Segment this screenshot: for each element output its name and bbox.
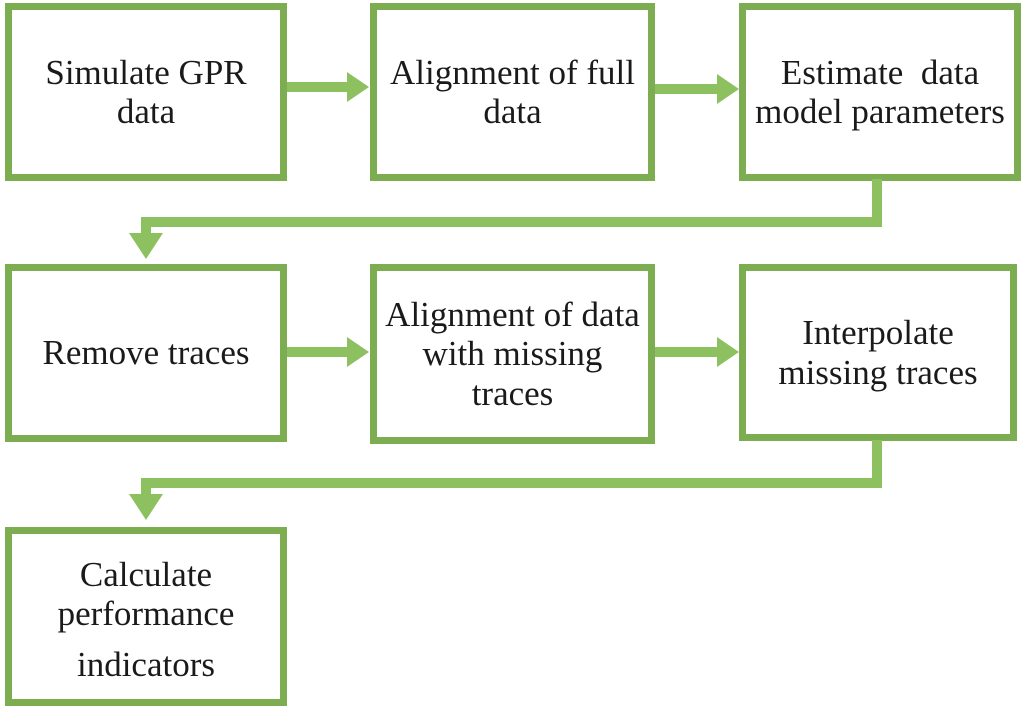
box-label: Estimate data model parameters — [755, 52, 1005, 131]
arrow-simulate-to-alignment — [287, 72, 369, 102]
elbow-interpolate-to-calculate-horizontal — [141, 478, 882, 488]
flow-box-alignment-data-missing-traces: Alignment of data with missing traces — [370, 264, 655, 444]
flow-box-calculate-performance-indicators: Calculate performance indicators — [5, 527, 287, 706]
box-label: Simulate GPR data — [45, 52, 247, 131]
elbow-estimate-to-remove-stub — [141, 227, 151, 235]
arrowhead-right-icon — [717, 337, 739, 367]
box-label: Alignment of full data — [390, 52, 635, 131]
box-label: indicators — [76, 644, 216, 684]
box-label: Interpolate missing traces — [778, 313, 978, 392]
elbow-estimate-to-remove-horizontal — [141, 217, 882, 227]
flow-box-estimate-data-model-parameters: Estimate data model parameters — [739, 3, 1021, 181]
elbow-interpolate-to-calculate-vertical — [872, 440, 882, 488]
flow-box-simulate-gpr-data: Simulate GPR data — [5, 3, 287, 181]
box-label: Alignment of data with missing traces — [385, 295, 640, 413]
box-label: Calculate performance — [57, 555, 235, 634]
arrow-shaft — [655, 347, 718, 357]
elbow-interpolate-to-calculate-stub — [141, 488, 151, 496]
arrow-shaft — [287, 347, 348, 357]
arrowhead-right-icon — [347, 72, 369, 102]
arrow-shaft — [287, 82, 348, 92]
elbow-estimate-to-remove-vertical — [872, 179, 882, 227]
arrowhead-right-icon — [347, 337, 369, 367]
flow-box-interpolate-missing-traces: Interpolate missing traces — [739, 264, 1017, 441]
arrow-remove-to-alignment-missing — [287, 337, 369, 367]
box-label: Remove traces — [42, 333, 250, 373]
arrowhead-down-icon — [129, 494, 163, 520]
flow-box-alignment-full-data: Alignment of full data — [370, 3, 655, 181]
arrowhead-down-icon — [129, 233, 163, 259]
arrow-shaft — [655, 84, 718, 94]
arrow-alignment-missing-to-interpolate — [655, 337, 739, 367]
arrowhead-right-icon — [717, 74, 739, 104]
arrow-alignment-to-estimate — [655, 74, 739, 104]
flow-box-remove-traces: Remove traces — [5, 264, 287, 442]
